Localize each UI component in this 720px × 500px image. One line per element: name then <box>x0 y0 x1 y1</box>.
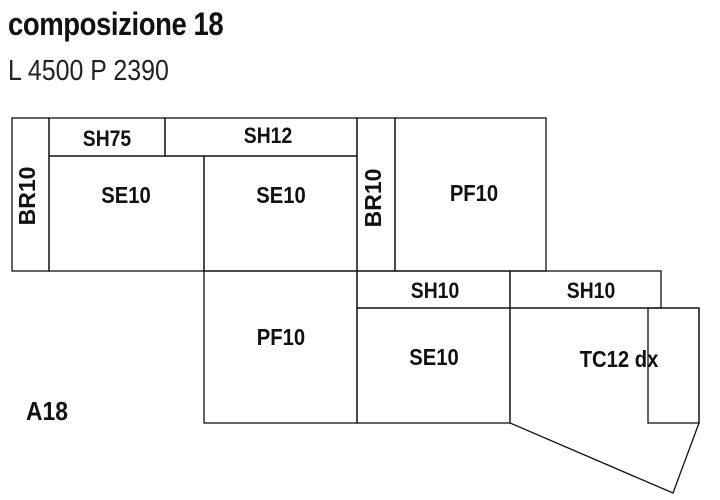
label-br10-mid: BR10 <box>360 169 386 228</box>
label-se10-left: SE10 <box>101 182 151 209</box>
module-tc12 <box>509 307 700 494</box>
composition-code: A18 <box>26 398 68 427</box>
composition-dimensions: L 4500 P 2390 <box>8 55 169 87</box>
label-sh75: SH75 <box>83 127 131 151</box>
label-se10-bottom: SE10 <box>409 344 459 371</box>
module-se10-mid <box>203 155 358 272</box>
label-se10-mid: SE10 <box>256 182 306 209</box>
composition-title: composizione 18 <box>8 6 224 42</box>
label-pf10-top: PF10 <box>450 180 498 207</box>
label-tc12: TC12 dx <box>580 346 659 373</box>
label-sh10-b: SH10 <box>567 279 615 303</box>
label-br10-left: BR10 <box>14 167 40 226</box>
label-sh12: SH12 <box>244 124 292 148</box>
label-sh10-a: SH10 <box>411 279 459 303</box>
module-tc12-arm <box>647 307 700 424</box>
label-pf10-bottom: PF10 <box>257 324 305 351</box>
module-se10-left <box>48 155 205 272</box>
